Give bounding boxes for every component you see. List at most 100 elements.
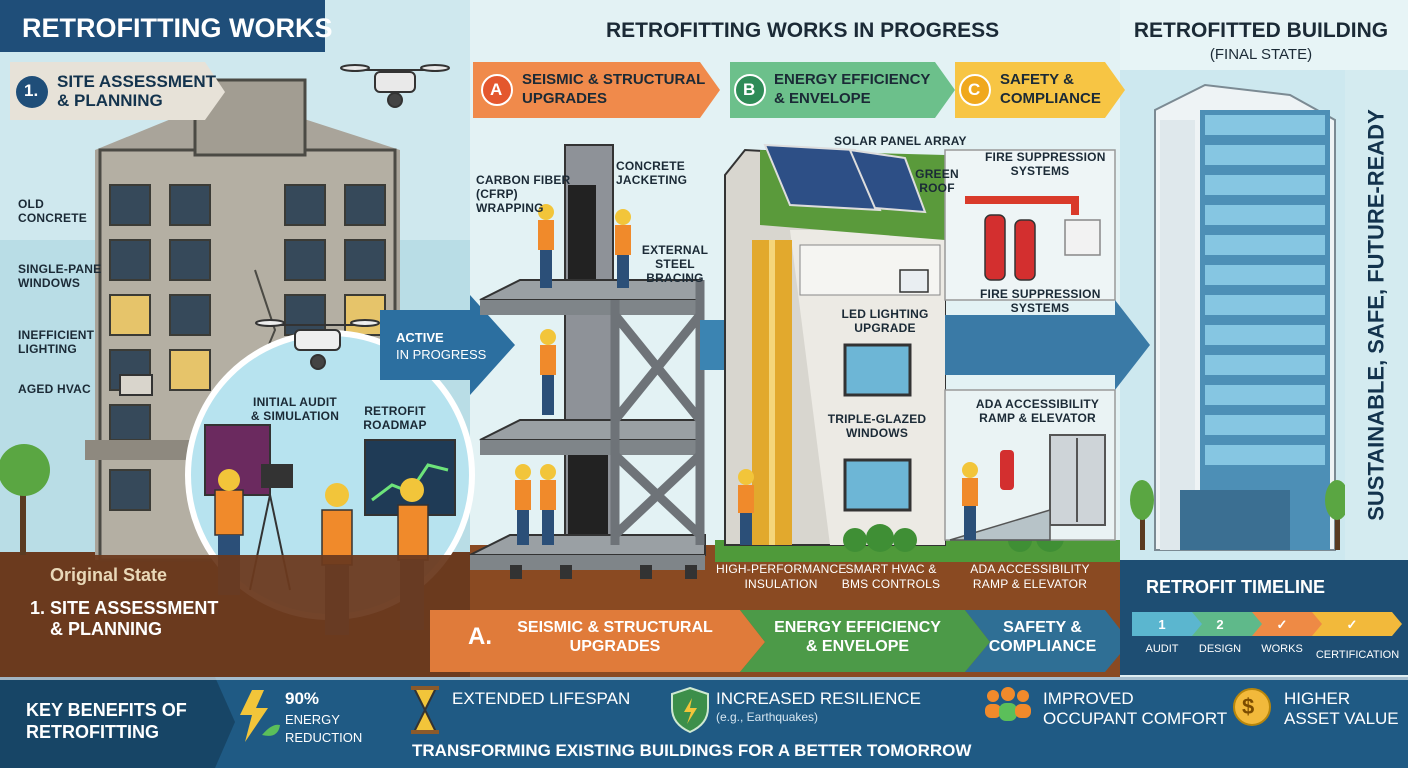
bottom-c-line1: SAFETY &: [1003, 619, 1082, 636]
label-bracing-1: EXTERNAL: [641, 243, 709, 257]
label-green-roof-2: ROOF: [919, 181, 955, 195]
label-jacketing-2: JACKETING: [616, 173, 688, 187]
badge-b: [734, 74, 766, 106]
active-arrow: [380, 295, 515, 395]
bottom-b-line1: ENERGY EFFICIENCY: [774, 619, 941, 636]
timeline-chevron-1: [1132, 612, 1204, 636]
label-triple-2: WINDOWS: [845, 426, 909, 440]
phase-b-line2: & ENVELOPE: [774, 90, 871, 107]
label-single-pane-1: SINGLE-PANE: [18, 262, 102, 276]
dollar-coin-icon: [1233, 688, 1271, 726]
benefit-asset-2: ASSET VALUE: [1284, 709, 1399, 728]
benefit-energy-value: 90%: [285, 689, 320, 708]
phase-c-line2: COMPLIANCE: [1000, 90, 1101, 107]
label-old-concrete-1: OLD: [18, 197, 44, 211]
step1-header: [10, 62, 225, 120]
badge-1: [16, 76, 48, 108]
phase-c-header: [955, 62, 1125, 118]
left-tree: [0, 444, 50, 555]
label-triple-1: TRIPLE-GLAZED: [827, 412, 927, 426]
label-single-pane-2: WINDOWS: [18, 276, 81, 290]
drone-top: [340, 64, 450, 108]
timeline-chevron-4: [1312, 612, 1402, 636]
bottom-a-line2: UPGRADES: [569, 638, 661, 655]
workers-tower: [515, 204, 631, 545]
label-initial-audit-1: INITIAL AUDIT: [253, 395, 337, 409]
label-green-roof-1: GREEN: [915, 167, 959, 181]
right-trees: [1130, 480, 1349, 550]
original-state-label: Original State: [50, 565, 168, 585]
label-jacketing-1: CONCRETE: [616, 159, 685, 173]
timeline-step4-mark: ✓: [1346, 617, 1358, 632]
flow-arrow-2: [945, 300, 1150, 390]
step1-title-line1: SITE ASSESSMENT: [57, 72, 217, 91]
phase-b-letter: B: [743, 80, 756, 99]
main-title: RETROFITTING WORKS: [22, 13, 333, 43]
timeline-step1-label: AUDIT: [1145, 643, 1179, 655]
drone-middle: [255, 319, 380, 370]
label-insulation-2: INSULATION: [744, 577, 818, 591]
timeline-title: RETROFIT TIMELINE: [1146, 577, 1325, 597]
timeline-step3-mark: ✓: [1276, 617, 1288, 632]
shield-icon: [671, 686, 709, 734]
bottom-slogan: TRANSFORMING EXISTING BUILDINGS FOR A BE…: [412, 741, 972, 760]
label-roadmap-1: RETROFIT: [364, 404, 426, 418]
phase-b-line1: ENERGY EFFICIENCY: [774, 71, 931, 88]
phase-c-line1: SAFETY &: [1000, 71, 1074, 88]
original-state-panel: [0, 555, 470, 675]
timeline-step2-mark: 2: [1216, 617, 1224, 632]
badge-a: [481, 74, 513, 106]
label-fire-bottom-1: FIRE SUPPRESSION: [980, 287, 1101, 301]
label-ada-bottom-2: RAMP & ELEVATOR: [972, 577, 1088, 591]
label-insulation-1: HIGH-PERFORMANCE: [716, 562, 847, 576]
main-title-box: [0, 0, 325, 52]
bottom-b-line2: & ENVELOPE: [805, 638, 910, 655]
label-old-concrete-2: CONCRETE: [18, 211, 87, 225]
label-solar: SOLAR PANEL ARRAY: [834, 134, 967, 148]
bottom-step1-line2: & PLANNING: [50, 619, 162, 639]
badge-1-number: 1.: [24, 81, 39, 100]
benefits-title-1: KEY BENEFITS OF: [26, 700, 187, 720]
phase-b-header: [730, 62, 955, 118]
label-fire-top-1: FIRE SUPPRESSION: [985, 150, 1106, 164]
label-roadmap-2: ROADMAP: [363, 418, 427, 432]
timeline-step2-label: DESIGN: [1198, 643, 1242, 655]
final-subtitle: (FINAL STATE): [1209, 46, 1313, 63]
benefit-resilience: INCREASED RESILIENCE: [716, 689, 921, 708]
label-fire-top-2: SYSTEMS: [1010, 164, 1070, 178]
lightning-icon: [240, 690, 280, 742]
label-ada-top-2: RAMP & ELEVATOR: [979, 411, 1096, 425]
benefits-title-2: RETROFITTING: [26, 722, 159, 742]
label-led-1: LED LIGHTING: [841, 307, 929, 321]
worker-safety: [962, 462, 978, 540]
benefit-energy-line2: ENERGY: [285, 712, 340, 727]
label-initial-audit-2: & SIMULATION: [250, 409, 340, 423]
bottom-step1-line1: 1. SITE ASSESSMENT: [30, 598, 219, 618]
structural-tower: [469, 144, 706, 579]
final-title: RETROFITTED BUILDING: [1133, 19, 1389, 42]
label-led-2: UPGRADE: [854, 321, 916, 335]
label-ada-top-1: ADA ACCESSIBILITY: [975, 397, 1100, 411]
label-inefficient-1: INEFFICIENT: [18, 328, 95, 342]
step1-title-line2: & PLANNING: [57, 91, 163, 110]
label-aged-hvac: AGED HVAC: [18, 382, 91, 396]
phase-a-line2: UPGRADES: [522, 90, 608, 107]
label-cfrp-1: CARBON FIBER: [476, 173, 571, 187]
dollar-sign: $: [1242, 694, 1255, 719]
phase-c-letter: C: [968, 80, 981, 99]
label-bracing-3: BRACING: [646, 271, 704, 285]
label-hvac-1: SMART HVAC &: [845, 562, 937, 576]
people-icon: [985, 687, 1031, 721]
bottom-a-line1: SEISMIC & STRUCTURAL: [517, 619, 713, 636]
benefit-comfort-1: IMPROVED: [1043, 689, 1134, 708]
aged-hvac-unit: [119, 374, 153, 396]
benefit-comfort-2: OCCUPANT COMFORT: [1043, 709, 1228, 728]
triple-window-2: [843, 458, 912, 512]
final-building: [1154, 83, 1336, 551]
benefit-lifespan: EXTENDED LIFESPAN: [452, 689, 631, 708]
phase-a-letter: A: [490, 80, 503, 99]
bottom-arrow-b: [740, 610, 990, 672]
fire-panel: [944, 149, 1116, 301]
